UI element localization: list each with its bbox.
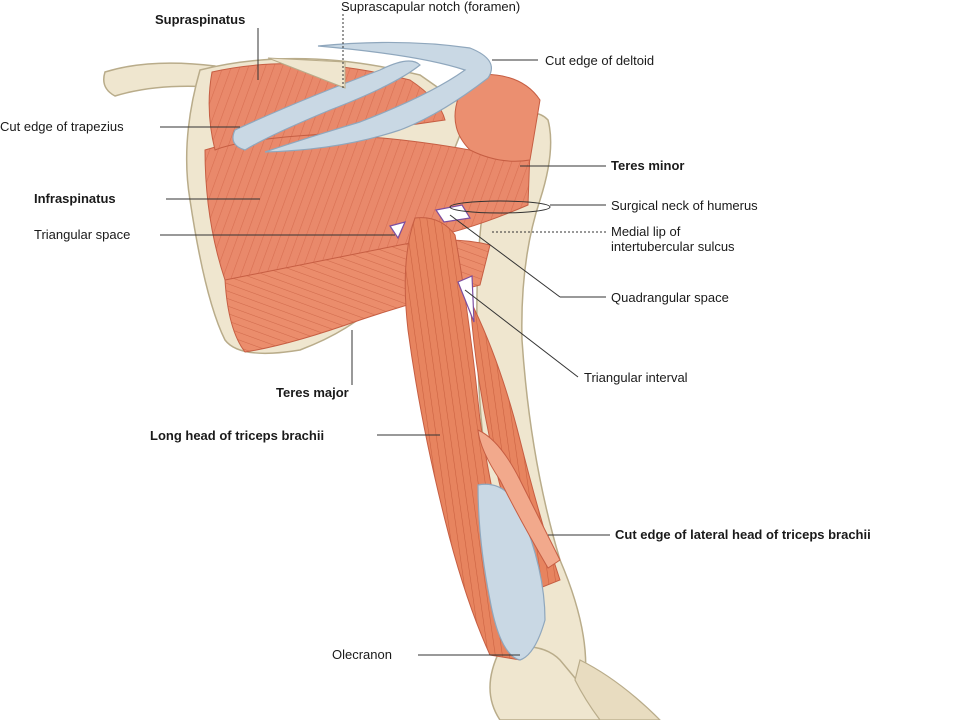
label-suprascapular-notch: Suprascapular notch (foramen): [341, 0, 520, 14]
label-teres-major: Teres major: [276, 385, 349, 400]
label-long-head-triceps: Long head of triceps brachii: [150, 428, 324, 443]
cut-edge-lateral-head-triceps: [477, 429, 561, 569]
cut-edge-trapezius-band: [232, 60, 421, 151]
label-medial-lip-line1: Medial lip of: [611, 224, 681, 239]
label-cut-edge-trapezius: Cut edge of trapezius: [0, 119, 124, 134]
triangular-space: [389, 221, 407, 240]
label-triangular-space: Triangular space: [34, 227, 130, 242]
label-surgical-neck: Surgical neck of humerus: [611, 198, 758, 213]
label-quadrangular-space: Quadrangular space: [611, 290, 729, 305]
deltoid-cut-muscle: [454, 73, 541, 162]
label-infraspinatus: Infraspinatus: [34, 191, 116, 206]
label-triangular-interval: Triangular interval: [584, 370, 688, 385]
label-medial-lip-line2: intertubercular sulcus: [611, 239, 735, 254]
quadrangular-space: [434, 204, 471, 223]
cut-edge-deltoid-band: [264, 41, 492, 153]
label-cut-edge-lateral-head: Cut edge of lateral head of triceps brac…: [615, 527, 871, 542]
suprascapular-notch: [267, 57, 346, 89]
label-olecranon: Olecranon: [332, 647, 392, 662]
label-cut-edge-deltoid: Cut edge of deltoid: [545, 53, 654, 68]
triangular-interval: [457, 275, 475, 323]
leader-lines: [160, 14, 610, 656]
clavicle-bone: [103, 62, 227, 97]
diagram-labels: Supraspinatus Suprascapular notch (foram…: [0, 0, 871, 662]
label-teres-minor: Teres minor: [611, 158, 684, 173]
label-supraspinatus: Supraspinatus: [155, 12, 245, 27]
